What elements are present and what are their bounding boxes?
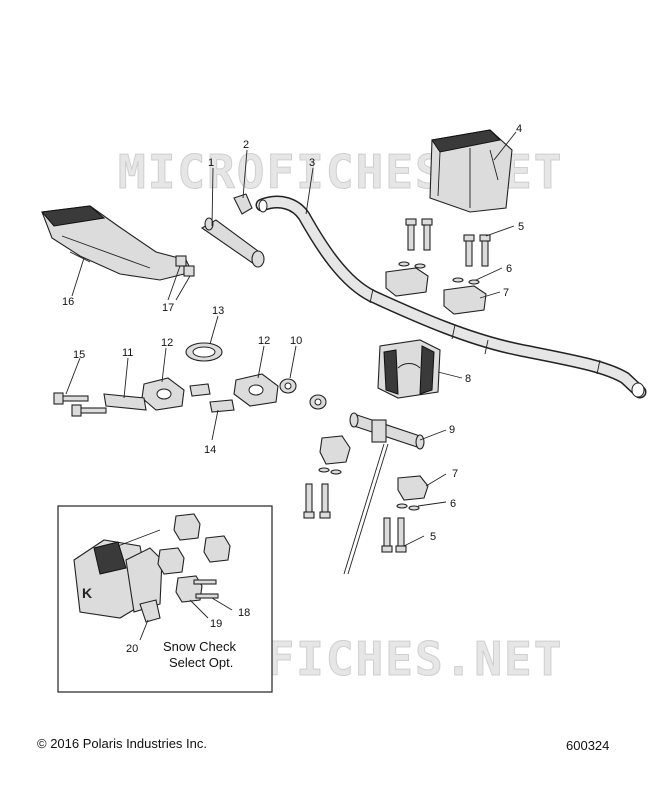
handlebar-part-3 — [255, 195, 647, 399]
callout-8: 8 — [465, 373, 471, 385]
handguard-part-16 — [41, 205, 193, 281]
callout-5-upper: 5 — [518, 221, 524, 233]
bolts-part-5-lower — [303, 483, 407, 553]
spacer-part-14 — [189, 383, 235, 413]
callout-13: 13 — [212, 305, 224, 317]
callout-14: 14 — [204, 444, 216, 456]
callout-18: 18 — [238, 607, 250, 619]
snow-check-assembly: K — [73, 513, 231, 623]
copyright-text: © 2016 Polaris Industries Inc. — [37, 736, 207, 751]
clamp-part-7-lower — [319, 435, 429, 501]
bolts-part-15 — [53, 392, 107, 417]
callout-17: 17 — [162, 302, 174, 314]
clamp-part-12-left — [141, 377, 185, 411]
bolts-part-5-upper — [405, 218, 491, 267]
steering-post-part-9 — [343, 412, 425, 575]
callout-12-left: 12 — [161, 337, 173, 349]
riser-block-part-8 — [377, 339, 441, 399]
callout-4: 4 — [516, 123, 522, 135]
plate-part-11 — [103, 393, 147, 411]
diagram-number: 600324 — [566, 738, 610, 753]
clamp-part-12-right — [233, 373, 279, 407]
callout-2: 2 — [243, 139, 249, 151]
ring-part-13 — [185, 342, 223, 362]
inset-text-logo: K — [82, 585, 92, 601]
clamp-part-7-upper — [385, 267, 487, 315]
washers-part-6-upper — [398, 261, 480, 285]
washers-part-6-lower — [318, 467, 420, 511]
cover-part-4 — [429, 129, 513, 213]
callout-19: 19 — [210, 618, 222, 630]
inset-label-line2: Select Opt. — [169, 655, 233, 670]
nut-part-10 — [279, 378, 327, 410]
callout-6-upper: 6 — [506, 263, 512, 275]
callout-11: 11 — [122, 347, 133, 359]
callout-3: 3 — [309, 157, 315, 169]
callout-20: 20 — [126, 643, 138, 655]
callout-labels: 1 2 3 4 5 6 7 8 9 10 11 12 12 13 14 15 1… — [62, 123, 524, 655]
callout-9: 9 — [449, 424, 455, 436]
callout-5-lower: 5 — [430, 531, 436, 543]
callout-10: 10 — [290, 335, 302, 347]
callout-15: 15 — [73, 349, 85, 361]
callout-16: 16 — [62, 296, 74, 308]
cap-part-2 — [233, 193, 253, 215]
leader-lines — [65, 131, 517, 641]
grip-part-1 — [200, 217, 265, 268]
callout-12-right: 12 — [258, 335, 270, 347]
clips-part-17 — [175, 255, 195, 277]
callout-6-lower: 6 — [450, 498, 456, 510]
inset-label-line1: Snow Check — [163, 639, 236, 654]
callout-7-lower: 7 — [452, 468, 458, 480]
callout-7-upper: 7 — [503, 287, 509, 299]
callout-1: 1 — [208, 157, 214, 169]
